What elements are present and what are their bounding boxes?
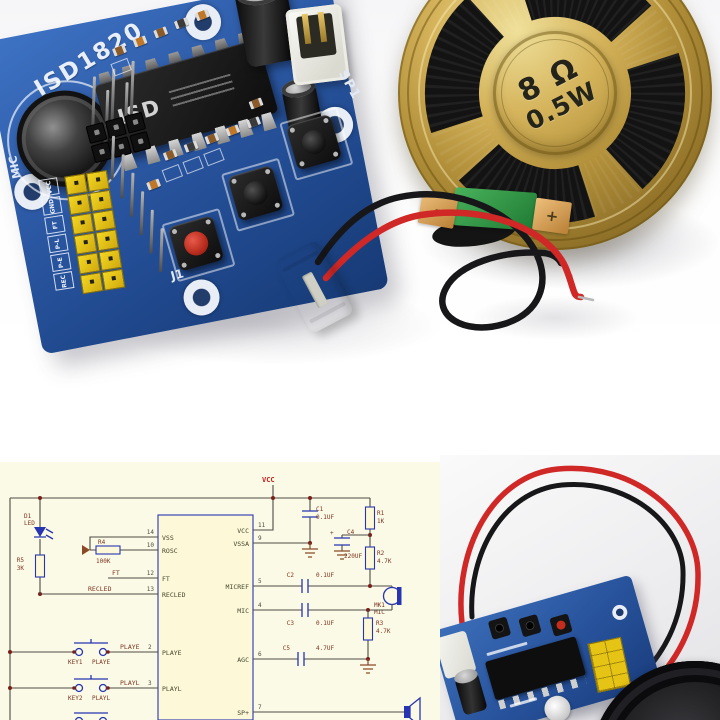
speaker-center-dome — [493, 31, 617, 155]
speaker-terminal-plus: + — [531, 197, 573, 235]
c4-ref: C4 — [347, 529, 355, 536]
ic-pin-playe: PLAYE — [162, 649, 182, 657]
ic-pin-num: 12 — [147, 570, 155, 577]
vcc-label: VCC — [262, 476, 275, 484]
svg-text:+: + — [330, 530, 334, 537]
pin-label-box: P-E — [50, 252, 72, 273]
d1-val: LED — [24, 520, 35, 527]
ic-pin-num: 9 — [258, 535, 262, 542]
button — [518, 613, 542, 638]
speaker-terminal-minus: - — [417, 191, 459, 229]
top-photo: 8 Ω 0.5W - + ISD1820 ISD — [0, 0, 720, 458]
key1-ref: KEY1 — [68, 659, 83, 666]
red-wire — [458, 465, 701, 688]
pin-label-box: P-L — [47, 233, 69, 254]
mk1-ref: MK1 — [374, 602, 385, 609]
ic-pin-micref: MICREF — [226, 583, 250, 591]
c2-ref: C2 — [287, 572, 295, 579]
ic-pin-num: 10 — [147, 542, 155, 549]
speaker-terminal-board — [452, 187, 538, 231]
rec-button — [549, 613, 573, 637]
module-with-speaker-photo — [440, 455, 720, 720]
schematic-drawing: VCC C1 0.1UF + R1 1K C4 220UF R2 4.7K — [0, 455, 440, 720]
mk1-val: MIC — [374, 609, 385, 616]
key2-ref: KEY2 — [68, 695, 83, 702]
ic-pin-vcc: VCC — [237, 527, 249, 535]
speaker: 8 Ω 0.5W - + — [398, 0, 712, 252]
c1-ref: C1 — [316, 506, 324, 513]
mounting-hole — [180, 276, 223, 319]
header-pin — [149, 209, 154, 254]
playl-net-pin: 3 — [148, 680, 152, 687]
mounting-hole — [610, 603, 630, 622]
ic-pin-num: 14 — [147, 529, 155, 536]
c1-val: 0.1UF — [316, 514, 334, 521]
c4-val: 220UF — [344, 553, 362, 560]
header-pin — [159, 228, 164, 273]
c3-val: 0.1UF — [316, 620, 334, 627]
c2-val: 0.1UF — [316, 572, 334, 579]
playe-net-pin: 2 — [148, 644, 152, 651]
ic-pin-vss: VSS — [162, 534, 174, 542]
button — [487, 616, 512, 640]
r2-val: 4.7K — [377, 558, 392, 565]
ic-pin-num: 13 — [147, 586, 155, 593]
pin-label-box: VCC — [38, 177, 60, 197]
pin-label-box: GND — [41, 195, 63, 216]
schematic-margin — [0, 455, 440, 462]
chip-marking-lines — [168, 73, 236, 109]
ic-pin-vssa: VSSA — [233, 540, 249, 548]
c5-ref: C5 — [283, 645, 291, 652]
r1-ref: R1 — [377, 510, 385, 517]
key1-val: PLAYE — [92, 659, 110, 666]
ic-pin-ft: FT — [162, 575, 170, 583]
ic-pin-num: 5 — [258, 578, 262, 585]
r2-ref: R2 — [377, 550, 385, 557]
j1-header — [587, 636, 632, 693]
playe-net-label: PLAYE — [120, 643, 140, 651]
ft-net-label: FT — [112, 569, 120, 577]
r1-val: 1K — [377, 518, 385, 525]
c5-val: 4.7UF — [316, 645, 334, 652]
key2-val: PLAYL — [92, 695, 110, 702]
ic-pin-agc: AGC — [237, 656, 249, 664]
r5-ref: R5 — [17, 557, 25, 564]
ic-pin-sp: SP+ — [237, 709, 249, 717]
schematic-ic-body — [157, 514, 254, 720]
playl-net-label: PLAYL — [120, 679, 140, 687]
ic-pin-num: 11 — [258, 522, 266, 529]
ic-pin-mic: MIC — [237, 607, 249, 615]
speaker-dome-ring — [501, 39, 609, 147]
wire-shadow — [470, 295, 640, 340]
pin-label-box: FT — [44, 214, 66, 235]
d1-ref: D1 — [24, 513, 32, 520]
pin-label-box: REC — [53, 271, 75, 291]
r3-ref: R3 — [376, 620, 384, 627]
r4-val: 100K — [96, 558, 111, 565]
ic-pin-recled: RECLED — [162, 591, 186, 599]
connector-silkscreen-label: SP1 — [335, 67, 364, 103]
header-pin — [120, 154, 125, 199]
ic-pin-playl: PLAYL — [162, 685, 182, 693]
black-wire — [469, 481, 686, 676]
recled-net-label: RECLED — [88, 585, 112, 593]
c3-ref: C3 — [287, 620, 295, 627]
r4-ref: R4 — [98, 539, 106, 546]
speaker-cone-slots — [425, 0, 685, 223]
electrolytic-capacitor — [454, 672, 488, 716]
ic-pin-rosc: ROSC — [162, 547, 178, 555]
r3-val: 4.7K — [376, 628, 391, 635]
ic-pin-num: 6 — [258, 651, 262, 658]
isd1820-schematic: VCC C1 0.1UF + R1 1K C4 220UF R2 4.7K — [0, 455, 440, 720]
header-pin — [139, 191, 145, 236]
connection-wires — [458, 465, 701, 688]
header-pin — [129, 172, 135, 217]
r5-val: 3K — [17, 565, 25, 572]
ic-pin-num: 7 — [258, 704, 262, 711]
ic-pin-num: 4 — [258, 602, 262, 609]
